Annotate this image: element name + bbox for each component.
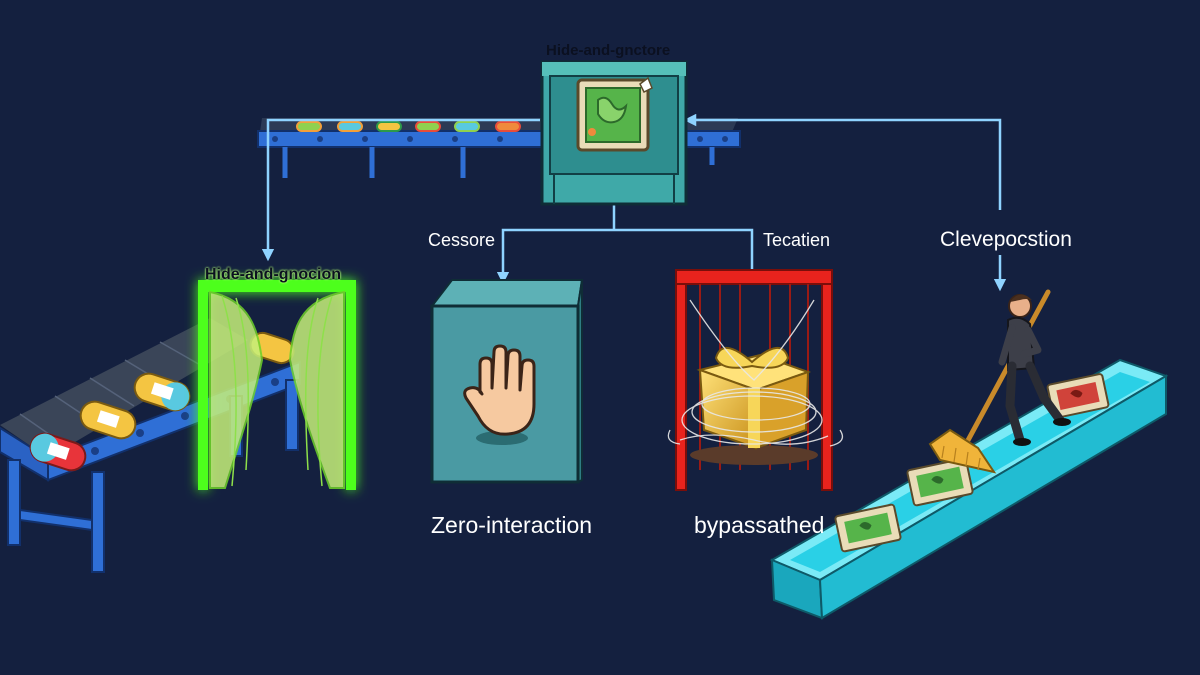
left-conveyor (0, 318, 301, 573)
red-cage (667, 269, 844, 491)
top-box (540, 60, 688, 206)
curtain-gate (198, 280, 356, 490)
hand-stop-icon (463, 344, 536, 445)
person-sweeping-icon (928, 289, 1071, 474)
green-tile-icon (576, 76, 653, 152)
connector-to-vault (496, 228, 614, 285)
clevepocstion-label: Clevepocstion (940, 228, 1072, 251)
left-conveyor-capsules (29, 331, 295, 472)
sweep-tiles (834, 373, 1110, 553)
bypassathed-label: bypassathed (694, 512, 825, 538)
cessore-label: Cessore (428, 230, 496, 250)
zero-interaction-label: Zero-interaction (431, 512, 593, 538)
left-conveyor-belt (0, 318, 248, 458)
tecatien-label: Tecatien (763, 230, 831, 250)
tangled-gift-icon (667, 299, 844, 450)
top-conveyor-capsules (296, 121, 521, 132)
connector-lines (261, 113, 1007, 292)
connector-to-curtain (261, 118, 540, 262)
connector-to-cage (614, 228, 759, 285)
top-conveyor-legs (282, 147, 715, 178)
connector-from-sweeper (683, 113, 1002, 210)
sweep-tray-side (818, 374, 1167, 620)
vault-box (429, 279, 584, 484)
curtain-gate-title: Hide-and-gnocion (205, 266, 341, 283)
top-box-title: Hide-and-gnctore (546, 42, 671, 59)
top-conveyor-bolts (272, 136, 728, 142)
sweep-station (769, 289, 1169, 620)
